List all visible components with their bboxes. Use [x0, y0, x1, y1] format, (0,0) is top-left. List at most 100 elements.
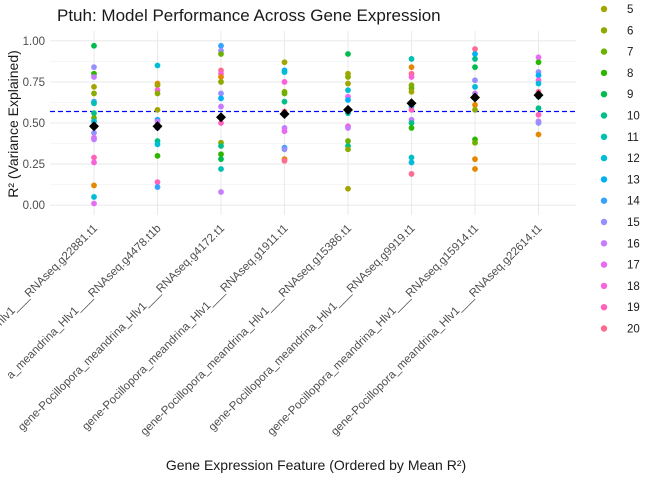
data-point [281, 69, 288, 75]
data-point [91, 100, 97, 107]
data-point [408, 56, 415, 62]
x-tick-label: gene-Pocillopora_meandrina_Hlv1___RNAseq… [139, 223, 355, 439]
mean-marker [279, 108, 290, 119]
data-point [535, 80, 542, 87]
data-point [154, 141, 161, 148]
data-point [91, 64, 97, 71]
data-point [91, 194, 97, 200]
mean-marker [89, 121, 99, 132]
legend-label: 8 [627, 68, 633, 80]
legend-label: 13 [627, 174, 640, 186]
data-point [472, 102, 478, 108]
x-tick-label: gene-Pocillopora_meandrina_Hlv1___RNAseq… [329, 223, 545, 439]
data-point [218, 120, 224, 126]
data-point [345, 125, 351, 131]
mean-marker [406, 98, 417, 109]
data-point [408, 125, 415, 131]
legend-label: 5 [627, 4, 633, 16]
legend-key [600, 197, 608, 204]
data-point [345, 138, 351, 144]
legend-label: 14 [627, 196, 640, 208]
legend-key [600, 48, 608, 55]
x-tick-label: gene-Pocillopora_meandrina_Hlv1___RNAseq… [266, 223, 482, 439]
data-point [154, 82, 161, 89]
legend-key [600, 91, 608, 98]
legend-label: 16 [627, 238, 640, 250]
data-point [535, 59, 542, 66]
legend-key [600, 5, 608, 13]
legend-key [600, 69, 608, 77]
data-point [91, 154, 97, 161]
data-point [408, 106, 415, 113]
y-tick-label: 0.00 [23, 200, 45, 212]
data-point [91, 129, 97, 136]
data-point [91, 200, 97, 207]
data-point [91, 136, 97, 143]
x-tick-label: gene-Pocillopora_meandrina_Hlv1___RNAseq… [80, 223, 290, 433]
legend-key [600, 282, 608, 290]
data-point [472, 139, 478, 146]
data-point [345, 51, 351, 57]
data-point [91, 74, 97, 80]
data-point [535, 111, 542, 118]
data-point [218, 103, 224, 110]
data-point [91, 83, 97, 90]
data-point [218, 95, 224, 102]
data-point [218, 156, 224, 163]
data-point [218, 143, 224, 149]
mean-marker [533, 90, 544, 101]
data-point [218, 189, 224, 195]
legend-label: 7 [627, 47, 633, 59]
legend-key [600, 240, 608, 247]
data-point [408, 74, 415, 80]
legend-key [600, 261, 608, 268]
legend-key [600, 27, 608, 34]
data-point [281, 59, 288, 66]
x-axis-title: Gene Expression Feature (Ordered by Mean… [166, 457, 466, 473]
data-point [472, 77, 478, 84]
data-point [535, 131, 542, 138]
legend-label: 9 [627, 89, 633, 101]
data-point [281, 98, 288, 105]
data-point [91, 42, 97, 49]
data-point [154, 62, 161, 69]
data-point [218, 74, 224, 80]
data-point [281, 146, 288, 153]
mean-marker [470, 92, 480, 103]
legend-key [600, 133, 608, 140]
x-tick-label: hlv1___RNAseq.g22881.t1 [0, 223, 100, 329]
data-point [281, 90, 288, 97]
data-point [408, 64, 415, 71]
data-point [472, 166, 478, 172]
data-point [218, 151, 224, 158]
data-point [218, 90, 224, 97]
data-point [91, 110, 97, 117]
data-point [281, 157, 288, 164]
data-point [535, 72, 542, 79]
legend-label: 20 [627, 324, 640, 336]
data-point [345, 185, 351, 192]
legend-label: 17 [627, 260, 640, 272]
legend-label: 19 [627, 302, 640, 314]
data-point [345, 146, 351, 153]
data-point [218, 42, 224, 49]
data-point [472, 56, 478, 62]
mean-marker [343, 104, 353, 115]
x-axis: hlv1___RNAseq.g22881.t1a_meandrina_Hlv1_… [0, 223, 545, 439]
data-point [535, 120, 542, 126]
data-point [408, 159, 415, 166]
data-point [408, 154, 415, 161]
legend-key [600, 325, 608, 332]
data-point [154, 184, 161, 190]
data-point [345, 97, 351, 103]
data-point [154, 179, 161, 186]
data-point [345, 87, 351, 94]
data-point [472, 106, 478, 113]
legend-label: 11 [627, 132, 639, 144]
data-point [218, 166, 224, 172]
data-point [218, 79, 224, 85]
data-point [535, 105, 542, 112]
